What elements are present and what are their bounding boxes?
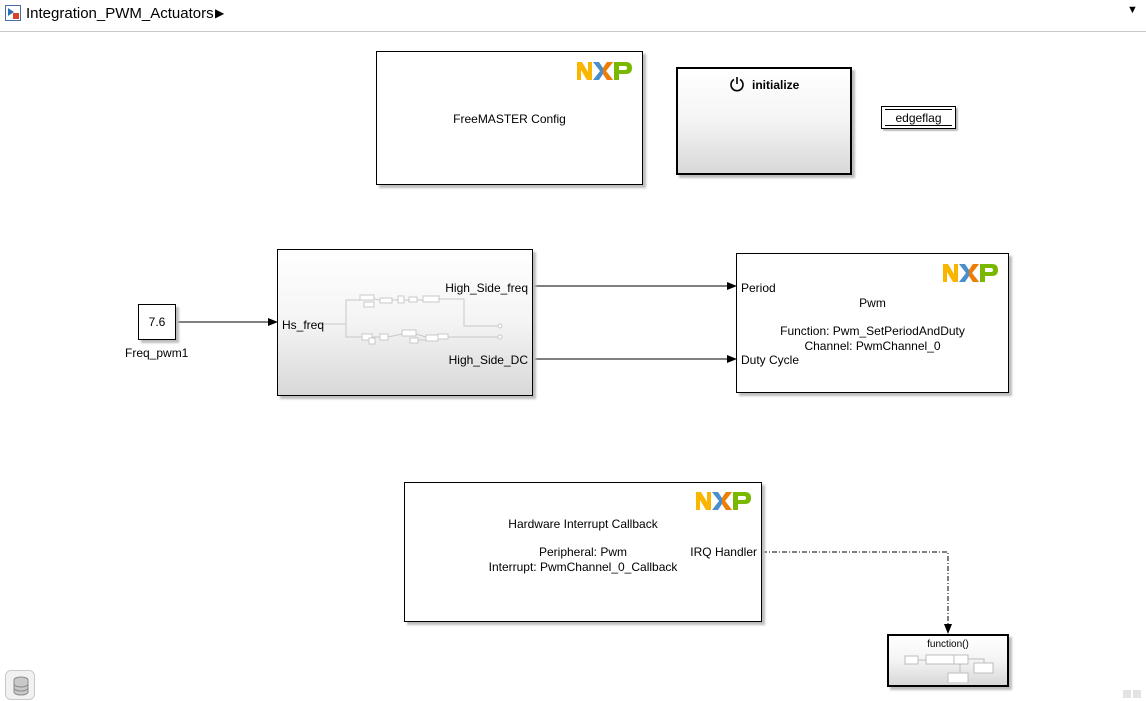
model-data-button[interactable] <box>5 670 35 700</box>
nxp-logo-icon <box>696 492 751 510</box>
pwm-input-port-period: Period <box>741 281 776 295</box>
hw-interrupt-title: Hardware Interrupt Callback <box>508 517 658 531</box>
pwm-title: Pwm <box>859 296 886 310</box>
function-call-subsystem-block[interactable]: function() <box>887 634 1009 687</box>
subsystem-input-port-hs-freq: Hs_freq <box>282 318 325 332</box>
wire-irq-to-function <box>762 551 952 634</box>
function-call-preview-icon <box>904 654 994 683</box>
initialize-label: initialize <box>752 78 800 92</box>
breadcrumb-expand-icon[interactable]: ▶ <box>215 6 225 20</box>
pwm-channel-label: Channel: PwmChannel_0 <box>804 339 941 353</box>
constant-block-name: Freq_pwm1 <box>125 346 189 360</box>
resize-grip-icon[interactable] <box>1122 689 1142 699</box>
function-call-label: function() <box>927 639 969 650</box>
edgeflag-label: edgeflag <box>895 111 942 125</box>
explorer-bar: Integration_PWM_Actuators ▶ ▼ <box>0 0 1146 32</box>
freemaster-label: FreeMASTER Config <box>453 112 566 126</box>
subsystem-output-port-high-side-dc: High_Side_DC <box>448 353 528 367</box>
hw-interrupt-interrupt-label: Interrupt: PwmChannel_0_Callback <box>488 560 678 574</box>
pwm-function-label: Function: Pwm_SetPeriodAndDuty <box>780 324 965 338</box>
freemaster-config-block[interactable]: FreeMASTER Config <box>376 51 643 185</box>
edgeflag-block[interactable]: edgeflag <box>881 106 956 129</box>
initialize-subsystem-block[interactable]: initialize <box>676 67 852 175</box>
hardware-interrupt-callback-block[interactable]: Hardware Interrupt Callback Peripheral: … <box>404 482 762 622</box>
database-icon <box>13 676 29 696</box>
constant-block[interactable]: 7.6 <box>138 304 176 340</box>
simulink-model-icon <box>5 5 21 21</box>
nxp-logo-icon <box>577 62 632 80</box>
edgeflag-inner-frame <box>885 109 952 126</box>
chevron-down-icon[interactable]: ▼ <box>1127 4 1138 16</box>
power-icon <box>730 77 744 92</box>
breadcrumb-model-name[interactable]: Integration_PWM_Actuators <box>26 5 214 22</box>
constant-value: 7.6 <box>148 315 166 329</box>
pwm-block[interactable]: Pwm Function: Pwm_SetPeriodAndDuty Chann… <box>736 253 1009 393</box>
hw-interrupt-peripheral-label: Peripheral: Pwm <box>538 545 628 559</box>
nxp-logo-icon <box>943 264 998 282</box>
subsystem-preview-icon <box>316 294 503 345</box>
subsystem-output-port-high-side-freq: High_Side_freq <box>445 281 528 295</box>
subsystem-block[interactable]: Hs_freq High_Side_freq High_Side_DC <box>277 249 533 396</box>
pwm-input-port-duty-cycle: Duty Cycle <box>741 353 800 367</box>
hw-interrupt-output-port-irq-handler: IRQ Handler <box>690 545 757 559</box>
